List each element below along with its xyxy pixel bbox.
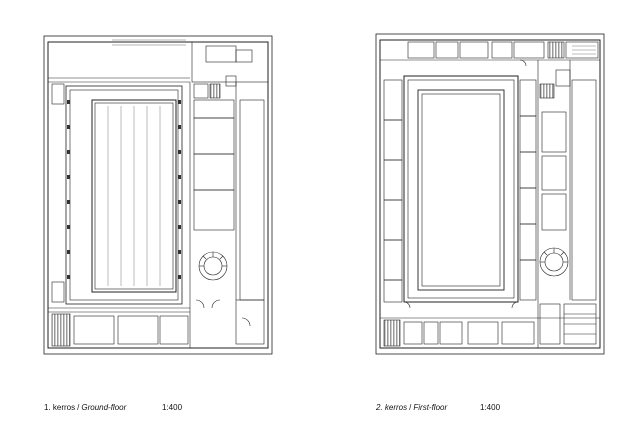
first-floor-pool-opening bbox=[417, 89, 505, 291]
ground-floor-pool-lanes bbox=[107, 106, 161, 286]
first-floor-number-label: 2. kerros bbox=[376, 403, 408, 412]
first-floor-pool-void bbox=[403, 75, 519, 303]
first-floor-plan bbox=[375, 33, 605, 355]
ground-floor-sheet-frame bbox=[43, 35, 273, 355]
ground-floor-columns bbox=[67, 100, 181, 279]
first-floor-bottom-rooms bbox=[383, 303, 597, 347]
first-floor-english-label: First-floor bbox=[413, 403, 448, 412]
first-floor-caption-separator: / bbox=[409, 403, 412, 412]
ground-floor-top-railing bbox=[112, 39, 186, 46]
first-floor-right-gallery bbox=[519, 79, 537, 301]
first-floor-top-rooms bbox=[407, 41, 599, 59]
ground-floor-number-label: 1. kerros bbox=[44, 403, 76, 412]
ground-floor-swimming-pool bbox=[91, 99, 177, 293]
ground-floor-scale: 1:400 bbox=[162, 403, 183, 412]
ground-floor-english-label: Ground-floor bbox=[81, 403, 127, 412]
ground-floor-caption: 1. kerros/Ground-floor bbox=[44, 403, 126, 412]
first-floor-scale: 1:400 bbox=[480, 403, 501, 412]
first-floor-building-outline bbox=[379, 39, 601, 349]
first-floor-spiral-stair bbox=[539, 247, 569, 277]
first-floor-left-gallery bbox=[383, 79, 403, 303]
first-floor-sheet-frame bbox=[375, 33, 605, 355]
ground-floor-building-outline bbox=[47, 41, 269, 349]
ground-floor-pool-hall bbox=[65, 85, 183, 305]
ground-floor-spiral-stair bbox=[198, 251, 228, 281]
first-floor-caption: 2. kerros/First-floor bbox=[376, 403, 447, 412]
ground-floor-plan bbox=[43, 35, 273, 355]
ground-floor-caption-separator: / bbox=[77, 403, 80, 412]
